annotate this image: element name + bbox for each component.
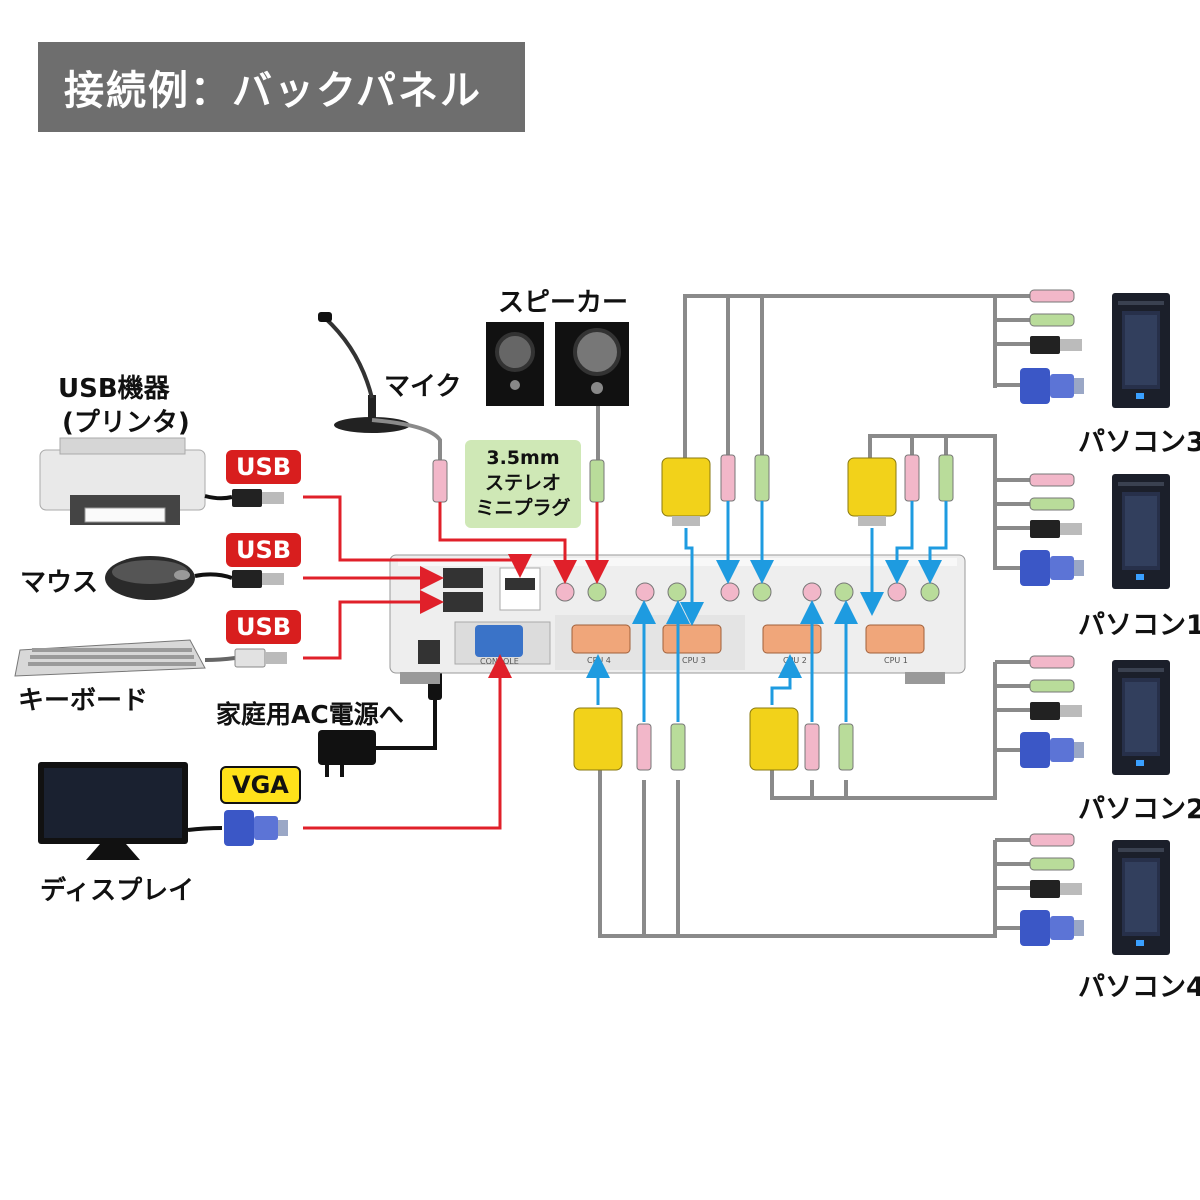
usb-device-label: USB機器	[58, 374, 170, 404]
cpu1-port-label: CPU 1	[884, 656, 908, 665]
note-line-1: 3.5mm	[486, 447, 560, 469]
cpu2-cable-plugs	[749, 707, 854, 771]
mic-label: マイク	[384, 372, 462, 402]
pc2-icon	[1020, 655, 1170, 775]
printer-icon	[39, 437, 206, 525]
usb-badge-mouse: USB	[226, 533, 302, 567]
cpu3-cable-plugs	[661, 454, 770, 526]
speaker-icon	[486, 322, 629, 406]
speaker-label: スピーカー	[498, 288, 629, 318]
pc3-label: パソコン3	[1078, 427, 1200, 458]
cpu4-cable-plugs	[573, 707, 686, 771]
mouse-icon	[105, 556, 195, 600]
cpu2-port-label: CPU 2	[783, 656, 807, 665]
display-label: ディスプレイ	[40, 876, 195, 906]
keyboard-label: キーボード	[18, 686, 149, 716]
usb-badge-printer: USB	[226, 450, 302, 484]
audio-plug-note: 3.5mm ステレオ ミニプラグ	[465, 440, 581, 528]
pc3-icon	[1020, 289, 1170, 408]
usb-device-sub-label: (プリンタ)	[62, 408, 190, 438]
pc4-icon	[1020, 833, 1170, 955]
note-line-2: ステレオ	[484, 472, 561, 494]
vga-badge: VGA	[220, 766, 301, 804]
ac-adapter-icon	[318, 730, 376, 777]
keyboard-icon	[14, 639, 206, 677]
pc4-label: パソコン4	[1078, 972, 1200, 1003]
cpu3-port-label: CPU 3	[682, 656, 706, 665]
cpu1-cable-plugs	[847, 454, 954, 526]
mouse-label: マウス	[20, 568, 99, 598]
ac-power-label: 家庭用AC電源へ	[216, 700, 404, 729]
pc1-label: パソコン1	[1078, 610, 1200, 641]
pc2-label: パソコン2	[1078, 794, 1200, 825]
note-line-3: ミニプラグ	[475, 497, 571, 519]
page-title: 接続例：バックパネル	[38, 42, 525, 132]
monitor-icon	[38, 762, 188, 860]
usb-badge-keyboard: USB	[226, 610, 302, 644]
pc1-icon	[1020, 473, 1170, 589]
